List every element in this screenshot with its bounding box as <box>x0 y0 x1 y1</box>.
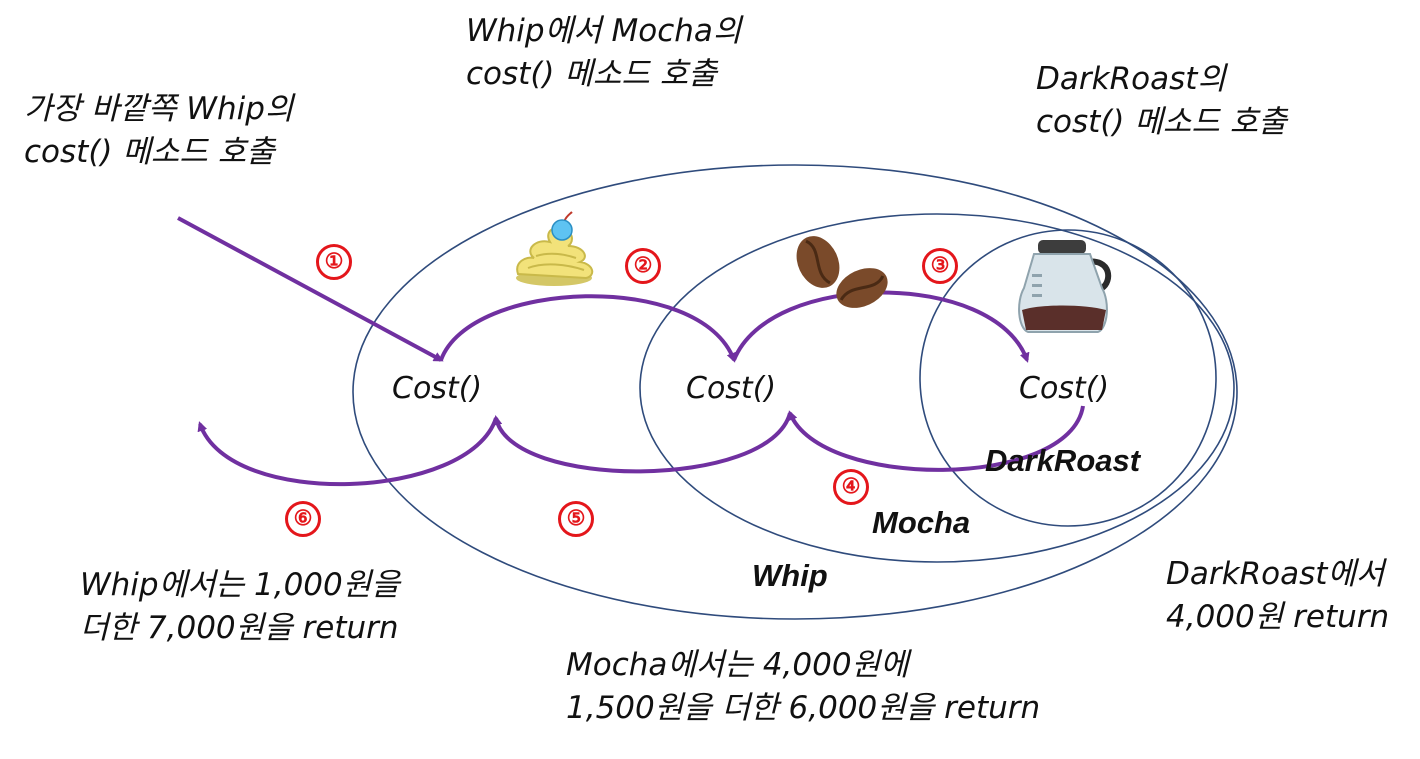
note-whip-returns-line-1: Whip에서는 1,000원을 <box>80 567 400 603</box>
step-2-marker: ② <box>625 248 661 284</box>
whipped-cream-icon <box>516 211 594 286</box>
note-whip-returns-line-2: 더한 7,000원을 return <box>80 610 399 646</box>
note-whip-calls-mocha: Whip에서 Mocha의 cost() 메소드 호출 <box>466 10 741 96</box>
note-whip-returns: Whip에서는 1,000원을 더한 7,000원을 return <box>80 564 400 650</box>
darkroast-label: DarkRoast <box>985 443 1141 478</box>
step-3-marker: ③ <box>922 248 958 284</box>
note-darkroast-returns-line-2: 4,000원 return <box>1166 599 1390 635</box>
note-mocha-returns-line-1: Mocha에서는 4,000원에 <box>566 647 909 683</box>
step-5-marker: ⑤ <box>558 501 594 537</box>
note-mocha-calls-darkroast-line-1: DarkRoast의 <box>1036 61 1226 97</box>
mocha-ellipse <box>639 213 1235 563</box>
darkroast-cost-method: Cost() <box>1019 371 1110 406</box>
whip-ellipse <box>352 164 1238 620</box>
arrow-step-6 <box>197 417 498 487</box>
step-6-marker: ⑥ <box>285 501 321 537</box>
note-darkroast-returns-line-1: DarkRoast에서 <box>1166 556 1385 592</box>
note-outer-call: 가장 바깥쪽 Whip의 cost() 메소드 호출 <box>24 88 293 174</box>
note-mocha-returns: Mocha에서는 4,000원에 1,500원을 더한 6,000원을 retu… <box>566 644 1040 730</box>
note-mocha-calls-darkroast: DarkRoast의 cost() 메소드 호출 <box>1036 58 1287 144</box>
whip-label: Whip <box>752 558 828 593</box>
note-outer-call-line-2: cost() 메소드 호출 <box>24 134 275 170</box>
note-whip-calls-mocha-line-2: cost() 메소드 호출 <box>466 56 717 92</box>
whip-cost-method: Cost() <box>392 371 483 406</box>
note-mocha-calls-darkroast-line-2: cost() 메소드 호출 <box>1036 104 1287 140</box>
arrow-step-3 <box>732 290 1030 363</box>
coffee-pot-icon <box>1018 240 1112 333</box>
step-4-marker: ④ <box>833 469 869 505</box>
arrow-step-2 <box>439 294 737 363</box>
arrow-step-1 <box>177 216 444 362</box>
darkroast-ellipse <box>919 229 1217 527</box>
note-darkroast-returns: DarkRoast에서 4,000원 return <box>1166 553 1389 639</box>
mocha-cost-method: Cost() <box>686 371 777 406</box>
arrow-step-4 <box>787 405 1085 472</box>
note-whip-calls-mocha-line-1: Whip에서 Mocha의 <box>466 13 742 49</box>
step-1-marker: ① <box>316 244 352 280</box>
note-outer-call-line-1: 가장 바깥쪽 Whip의 <box>24 91 294 127</box>
note-mocha-returns-line-2: 1,500원을 더한 6,000원을 return <box>566 690 1041 726</box>
coffee-beans-icon <box>796 236 888 308</box>
mocha-label: Mocha <box>872 505 971 540</box>
arrow-step-5 <box>492 412 792 474</box>
